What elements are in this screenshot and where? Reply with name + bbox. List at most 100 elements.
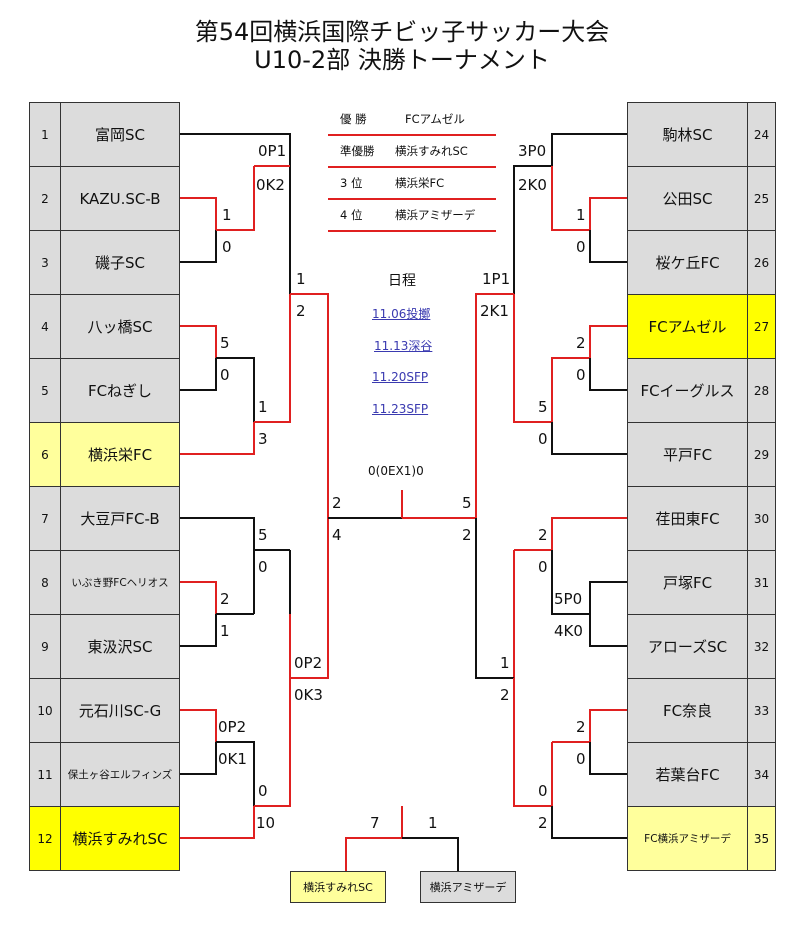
team-number: 5 — [29, 358, 61, 423]
schedule-date-1[interactable]: 11.06投擲 — [372, 307, 431, 321]
schedule-title: 日程 — [388, 273, 416, 289]
page-subtitle: U10-2部 決勝トーナメント — [254, 46, 550, 74]
team-number: 6 — [29, 422, 61, 487]
bracket-line — [180, 325, 217, 358]
score: 0 — [538, 430, 548, 448]
bracket-line — [589, 742, 627, 775]
score: 0 — [538, 782, 548, 800]
team-number: 28 — [747, 358, 776, 423]
team-number: 9 — [29, 614, 61, 679]
score: 4 — [332, 526, 342, 544]
team-name: 富岡SC — [60, 102, 180, 167]
bracket-line — [589, 358, 627, 391]
score: 0P2 — [218, 718, 247, 736]
bracket-line — [551, 806, 627, 839]
bracket-line — [475, 518, 514, 679]
team-name: KAZU.SC-B — [60, 166, 180, 231]
score: 1 — [220, 622, 230, 640]
bracket-line — [254, 742, 291, 807]
team-number: 34 — [747, 742, 776, 807]
team-name: 駒林SC — [627, 102, 748, 167]
schedule-date-2[interactable]: 11.13深谷 — [374, 339, 433, 353]
score: 0 — [220, 366, 230, 384]
score: 2 — [220, 590, 230, 608]
score: 1P1 — [482, 270, 511, 288]
team-name: FC横浜アミザーデ — [627, 806, 748, 871]
bracket-line — [402, 837, 459, 871]
bracket-line — [216, 357, 255, 422]
schedule-date-4[interactable]: 11.23SFP — [372, 402, 429, 416]
team-number: 24 — [747, 102, 776, 167]
result-rank: 3 位 — [340, 176, 363, 190]
team-name: いぶき野FCヘリオス — [60, 550, 180, 615]
bracket-line — [290, 518, 329, 679]
bracket-line — [180, 133, 291, 294]
score: 0 — [538, 558, 548, 576]
score: 2K1 — [480, 302, 509, 320]
team-number: 7 — [29, 486, 61, 551]
team-number: 32 — [747, 614, 776, 679]
score: 0 — [576, 750, 586, 768]
team-number: 12 — [29, 806, 61, 871]
team-name: 元石川SC-G — [60, 678, 180, 743]
bracket-line — [180, 230, 217, 263]
score: 5 — [258, 526, 268, 544]
result-team: 横浜栄FC — [395, 176, 445, 190]
result-rank: 準優勝 — [340, 144, 375, 158]
schedule-date-3[interactable]: 11.20SFP — [372, 370, 429, 384]
team-name: 八ッ橋SC — [60, 294, 180, 359]
result-team: FCアムゼル — [405, 112, 465, 126]
team-name: 戸塚FC — [627, 550, 748, 615]
bracket-line — [216, 166, 255, 231]
team-number: 31 — [747, 550, 776, 615]
score: 1 — [428, 814, 438, 832]
score: 10 — [256, 814, 276, 832]
score: 5 — [220, 334, 230, 352]
score: 0P2 — [294, 654, 323, 672]
team-number: 33 — [747, 678, 776, 743]
score: 5 — [538, 398, 548, 416]
score: 0P1 — [258, 142, 287, 160]
score: 0 — [222, 238, 232, 256]
score: 1 — [222, 206, 232, 224]
score: 2 — [500, 686, 510, 704]
score: 2 — [296, 302, 306, 320]
bracket-line — [216, 741, 255, 806]
bracket-line — [345, 806, 403, 871]
score: 0 — [576, 238, 586, 256]
bracket-line — [589, 230, 627, 263]
team-name: 桜ケ丘FC — [627, 230, 748, 295]
score: 1 — [500, 654, 510, 672]
result-rank: 4 位 — [340, 208, 363, 222]
team-name: FC奈良 — [627, 678, 748, 743]
score: 0K1 — [218, 750, 247, 768]
bracket-line — [253, 549, 290, 614]
bracket-line — [180, 422, 255, 455]
team-number: 11 — [29, 742, 61, 807]
score: 1 — [576, 206, 586, 224]
score: 2 — [576, 718, 586, 736]
score: 0 — [576, 366, 586, 384]
bracket-line — [254, 294, 291, 423]
score: 0K2 — [256, 176, 285, 194]
score: 2 — [332, 494, 342, 512]
team-number: 1 — [29, 102, 61, 167]
score: 1 — [296, 270, 306, 288]
score: 2 — [462, 526, 472, 544]
team-name: アローズSC — [627, 614, 748, 679]
score: 2 — [538, 814, 548, 832]
team-name: 横浜すみれSC — [60, 806, 180, 871]
bracket-line — [180, 358, 217, 391]
team-number: 29 — [747, 422, 776, 487]
page-title: 第54回横浜国際チビッ子サッカー大会 — [194, 18, 610, 46]
score: 3 — [258, 430, 268, 448]
team-name: 公田SC — [627, 166, 748, 231]
bracket-line — [514, 517, 627, 551]
team-name: 東汲沢SC — [60, 614, 180, 679]
bracket-line — [290, 293, 329, 518]
team-name: 横浜栄FC — [60, 422, 180, 487]
bracket-line — [551, 422, 627, 455]
team-name: FCアムゼル — [627, 294, 748, 359]
bracket-line — [513, 678, 553, 807]
team-name: 保土ヶ谷エルフィンズ — [60, 742, 180, 807]
